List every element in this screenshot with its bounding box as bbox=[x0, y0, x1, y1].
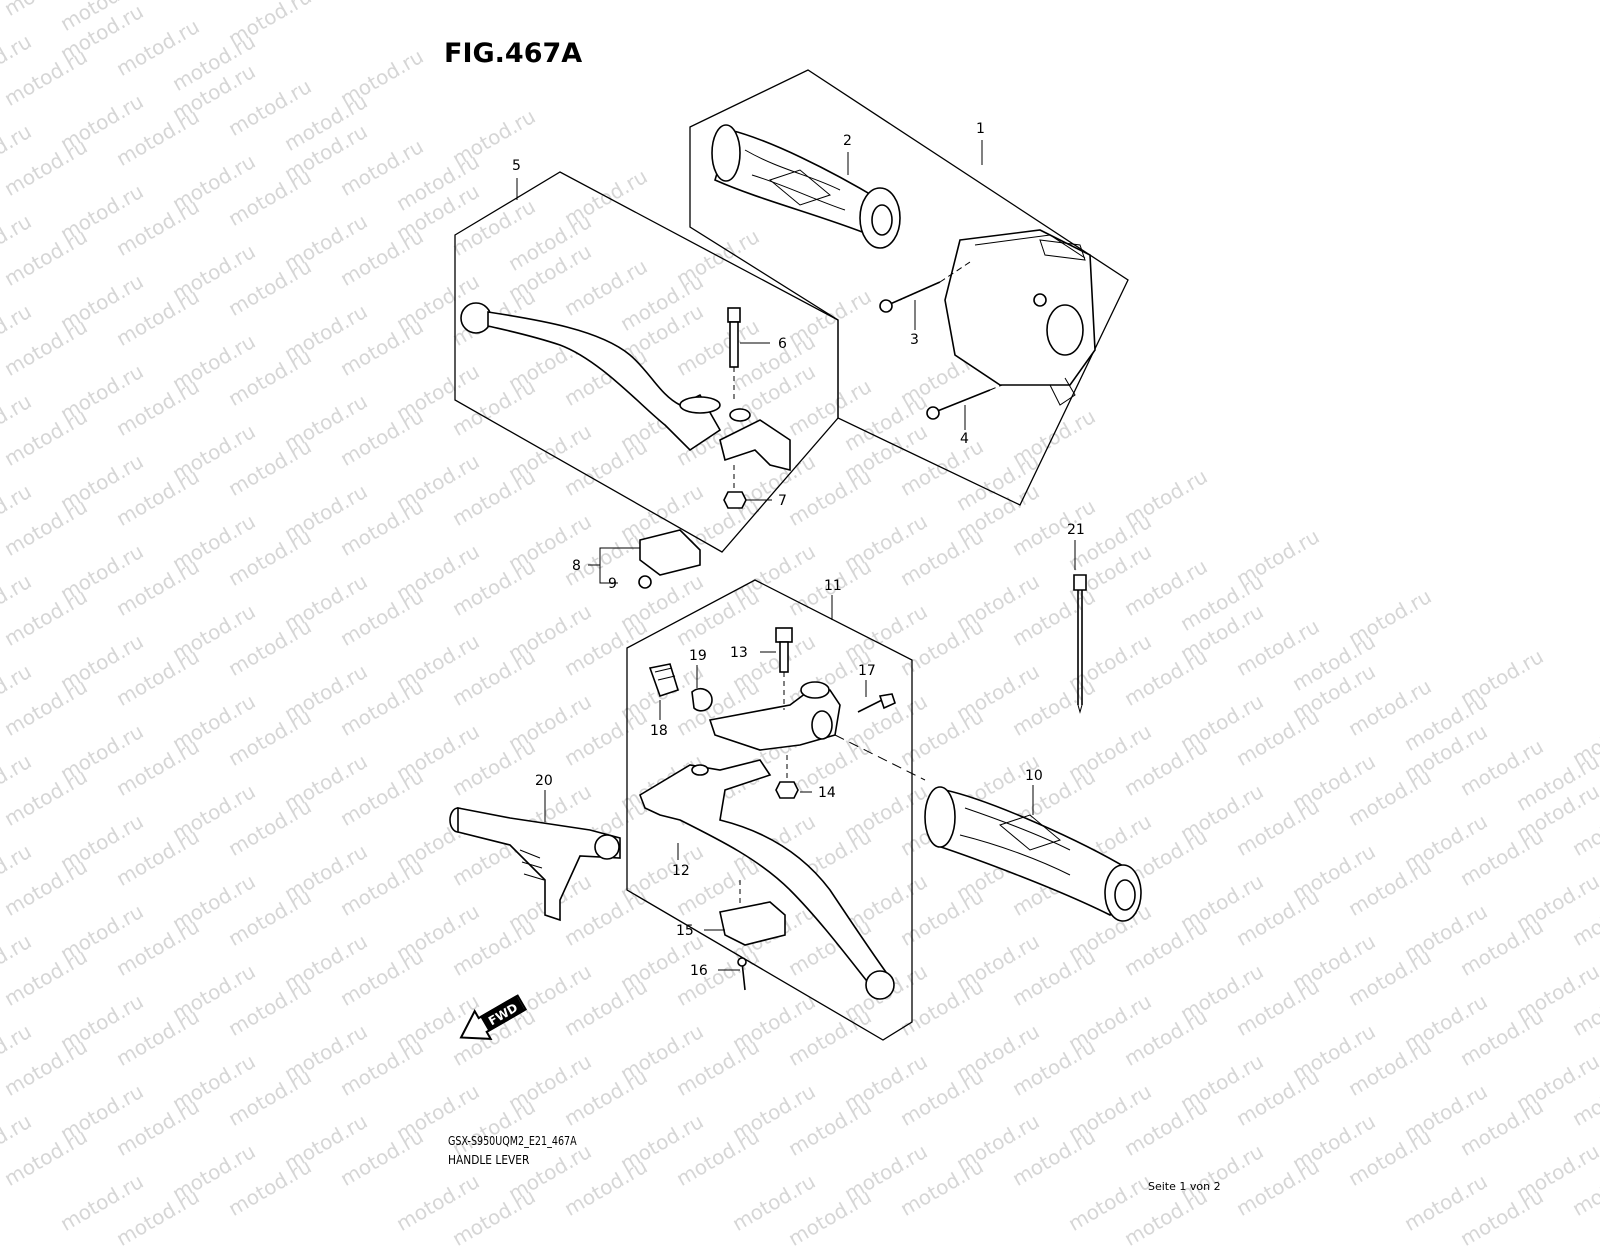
screw-16-part bbox=[737, 957, 747, 991]
cable-tie-21-part bbox=[1073, 574, 1087, 714]
callout-3: 3 bbox=[910, 332, 919, 348]
callout-20: 20 bbox=[535, 773, 553, 789]
group-box-5 bbox=[454, 171, 839, 553]
callout-8: 8 bbox=[572, 558, 581, 574]
group-box-1 bbox=[689, 69, 1129, 506]
bolt-13-part bbox=[775, 627, 793, 710]
clutch-lever-12-part bbox=[639, 759, 895, 1000]
callout-labels: 1 2 3 4 5 6 7 8 9 10 11 12 13 14 15 16 1… bbox=[512, 121, 1085, 979]
switch-15-part bbox=[719, 880, 786, 946]
model-code: GSX-S950UQM2_E21_467A bbox=[448, 1133, 577, 1148]
callout-4: 4 bbox=[960, 431, 969, 447]
nut-14-part bbox=[775, 755, 799, 799]
pivot-bolt-6-part bbox=[727, 307, 741, 400]
callout-15: 15 bbox=[676, 923, 694, 939]
brake-lever-part bbox=[460, 302, 791, 472]
leader-lines bbox=[516, 140, 1076, 971]
callout-5: 5 bbox=[512, 158, 521, 174]
callout-1: 1 bbox=[976, 121, 985, 137]
figure-title: FIG.467A bbox=[444, 38, 583, 69]
bolt-18-part bbox=[648, 663, 679, 698]
cable-holder-20-part bbox=[449, 807, 621, 922]
bolt-17-part bbox=[857, 693, 896, 713]
screw-4-part bbox=[926, 384, 1003, 420]
callout-21: 21 bbox=[1067, 522, 1085, 538]
callout-17: 17 bbox=[858, 663, 876, 679]
clutch-holder-part bbox=[708, 681, 926, 781]
switch-housing-part bbox=[944, 229, 1096, 406]
throttle-grip-part bbox=[711, 124, 901, 249]
adjuster-19-part bbox=[691, 688, 713, 712]
handlebar-grip-10-part bbox=[924, 786, 1142, 922]
callout-14: 14 bbox=[818, 785, 836, 801]
callout-11: 11 bbox=[824, 578, 842, 594]
callout-19: 19 bbox=[689, 648, 707, 664]
parts-diagram: 1 2 3 4 5 6 7 8 9 10 11 12 13 14 15 16 1… bbox=[449, 69, 1142, 1041]
callout-9: 9 bbox=[608, 576, 617, 592]
callout-2: 2 bbox=[843, 133, 852, 149]
page-label: Seite 1 von 2 bbox=[1148, 1180, 1221, 1193]
callout-18: 18 bbox=[650, 723, 668, 739]
callout-13: 13 bbox=[730, 645, 748, 661]
callout-6: 6 bbox=[778, 336, 787, 352]
callout-10: 10 bbox=[1025, 768, 1043, 784]
forward-arrow-icon: FWD bbox=[459, 994, 528, 1040]
brake-switch-8-part bbox=[638, 529, 701, 589]
callout-16: 16 bbox=[690, 963, 708, 979]
nut-7-part bbox=[723, 465, 747, 509]
callout-12: 12 bbox=[672, 863, 690, 879]
group-box-11 bbox=[626, 579, 913, 1041]
figure-name: HANDLE LEVER bbox=[448, 1152, 530, 1167]
screw-3-part bbox=[879, 261, 971, 313]
callout-7: 7 bbox=[778, 493, 787, 509]
